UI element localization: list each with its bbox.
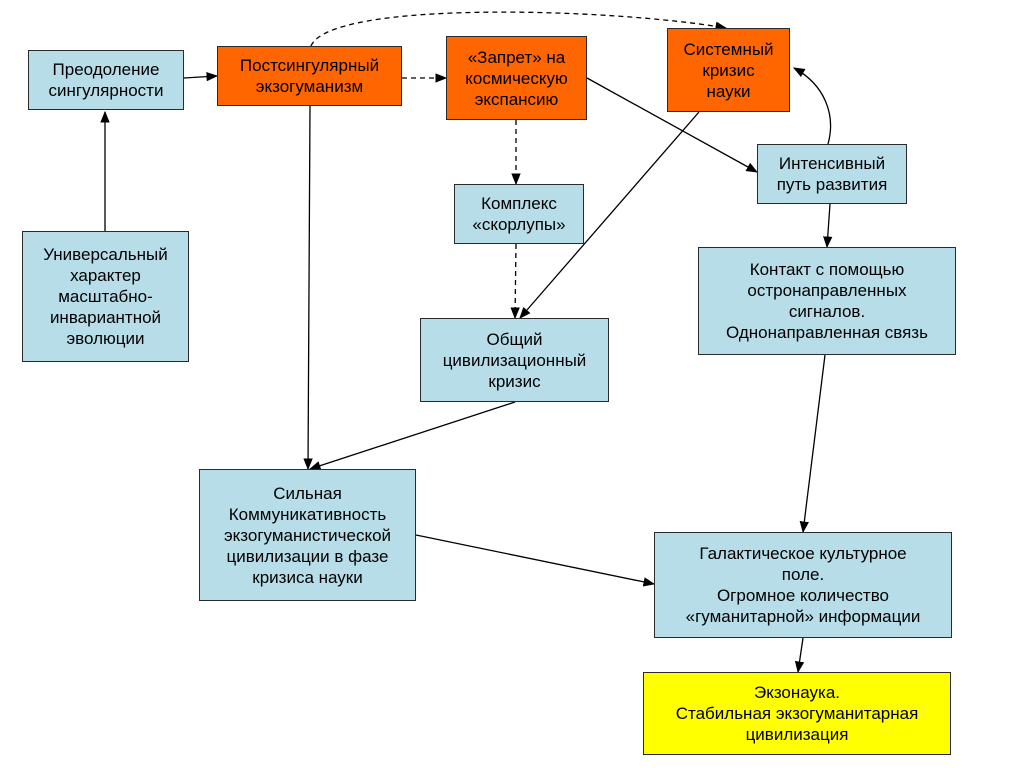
node-postsingular: Постсингулярный экзогуманизм: [217, 46, 402, 106]
node-galactic: Галактическое культурное поле. Огромное …: [654, 532, 952, 638]
node-preodolenie: Преодоление сингулярности: [28, 50, 184, 110]
edge-kontakt-to-galactic: [799, 354, 826, 534]
node-zapret: «Запрет» на космическую экспансию: [446, 36, 587, 120]
edge-silnaya-to-galactic: [415, 534, 656, 587]
edge-kompleks-to-obshiy: [510, 243, 520, 320]
node-obshiy: Общий цивилизационный кризис: [420, 318, 609, 402]
node-kontakt: Контакт с помощью остронаправленных сигн…: [698, 247, 956, 355]
node-silnaya: Сильная Коммуникативность экзогуманистич…: [199, 469, 416, 601]
node-exonauka: Экзонаука. Стабильная экзогуманитарная ц…: [643, 672, 951, 755]
node-systemny: Системный кризис науки: [667, 28, 790, 112]
edge-intensive-to-systemny: [792, 67, 832, 145]
node-intensive: Интенсивный путь развития: [757, 144, 907, 204]
edge-obshiy-to-silnaya: [308, 401, 516, 471]
edge-preodolenie-to-postsingular: [183, 71, 219, 82]
node-kompleks: Комплекс «скорлупы»: [454, 184, 584, 244]
node-universal: Универсальный характер масштабно- инвари…: [22, 231, 189, 362]
edge-postsingular-to-silnaya: [303, 105, 313, 471]
edge-intensive-to-kontakt: [823, 203, 833, 249]
edge-galactic-to-exonauka: [794, 637, 805, 674]
